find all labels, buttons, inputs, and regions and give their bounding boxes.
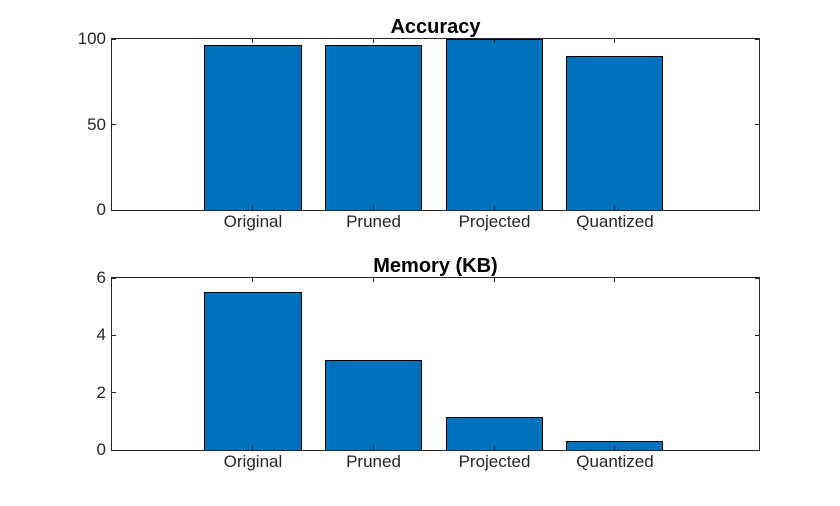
x-tick-mark bbox=[373, 278, 375, 282]
chart-title: Accuracy bbox=[390, 16, 481, 38]
y-tick-mark bbox=[112, 449, 116, 451]
x-tick-label-projected: Projected bbox=[458, 212, 531, 231]
x-tick-label-quantized: Quantized bbox=[576, 452, 654, 471]
y-tick-mark bbox=[755, 449, 759, 451]
bar-quantized bbox=[566, 56, 664, 210]
x-tick-mark bbox=[373, 206, 375, 210]
x-tick-mark bbox=[494, 446, 495, 450]
x-tick-label-original: Original bbox=[223, 212, 283, 231]
x-tick-label-pruned: Pruned bbox=[346, 452, 401, 471]
y-tick-mark bbox=[112, 334, 116, 336]
y-tick-mark bbox=[755, 38, 759, 40]
y-tick-label: 2 bbox=[96, 382, 106, 402]
plot-area bbox=[111, 277, 760, 451]
y-tick-mark bbox=[112, 277, 116, 279]
bar-projected bbox=[445, 417, 544, 450]
y-tick-mark bbox=[112, 392, 116, 394]
bar-original bbox=[204, 292, 302, 450]
x-tick-mark bbox=[614, 39, 616, 43]
x-tick-label-projected: Projected bbox=[458, 452, 531, 471]
x-tick-mark bbox=[252, 39, 254, 43]
y-tick-mark bbox=[755, 392, 759, 394]
bar-original bbox=[204, 45, 302, 210]
y-tick-mark bbox=[755, 334, 759, 336]
x-tick-label-quantized: Quantized bbox=[576, 212, 654, 231]
bar-projected bbox=[445, 39, 544, 210]
y-tick-mark bbox=[755, 124, 759, 125]
y-tick-mark bbox=[112, 209, 116, 211]
y-tick-label: 6 bbox=[96, 268, 106, 287]
x-tick-mark bbox=[252, 278, 254, 282]
y-tick-mark bbox=[755, 209, 759, 211]
x-tick-label-pruned: Pruned bbox=[346, 212, 401, 231]
y-tick-mark bbox=[112, 124, 116, 125]
x-tick-mark bbox=[252, 446, 254, 450]
x-tick-mark bbox=[252, 206, 254, 210]
x-tick-label-original: Original bbox=[223, 452, 283, 471]
x-tick-mark bbox=[614, 278, 616, 282]
y-tick-label: 0 bbox=[96, 200, 106, 219]
y-tick-label: 4 bbox=[96, 325, 106, 345]
x-tick-mark bbox=[494, 278, 495, 282]
bar-quantized bbox=[566, 441, 664, 450]
x-tick-mark bbox=[614, 206, 616, 210]
chart-title: Memory (KB) bbox=[373, 255, 498, 277]
x-tick-mark bbox=[494, 39, 495, 43]
y-tick-label: 50 bbox=[87, 114, 106, 134]
x-tick-mark bbox=[373, 446, 375, 450]
bar-pruned bbox=[324, 45, 423, 210]
x-tick-mark bbox=[373, 39, 375, 43]
bar-pruned bbox=[324, 359, 423, 450]
x-tick-mark bbox=[494, 206, 495, 210]
x-tick-mark bbox=[614, 446, 616, 450]
y-tick-label: 0 bbox=[96, 440, 106, 459]
y-tick-mark bbox=[112, 38, 116, 40]
y-tick-mark bbox=[755, 277, 759, 279]
y-tick-label: 100 bbox=[77, 29, 106, 48]
plot-area bbox=[111, 38, 760, 211]
